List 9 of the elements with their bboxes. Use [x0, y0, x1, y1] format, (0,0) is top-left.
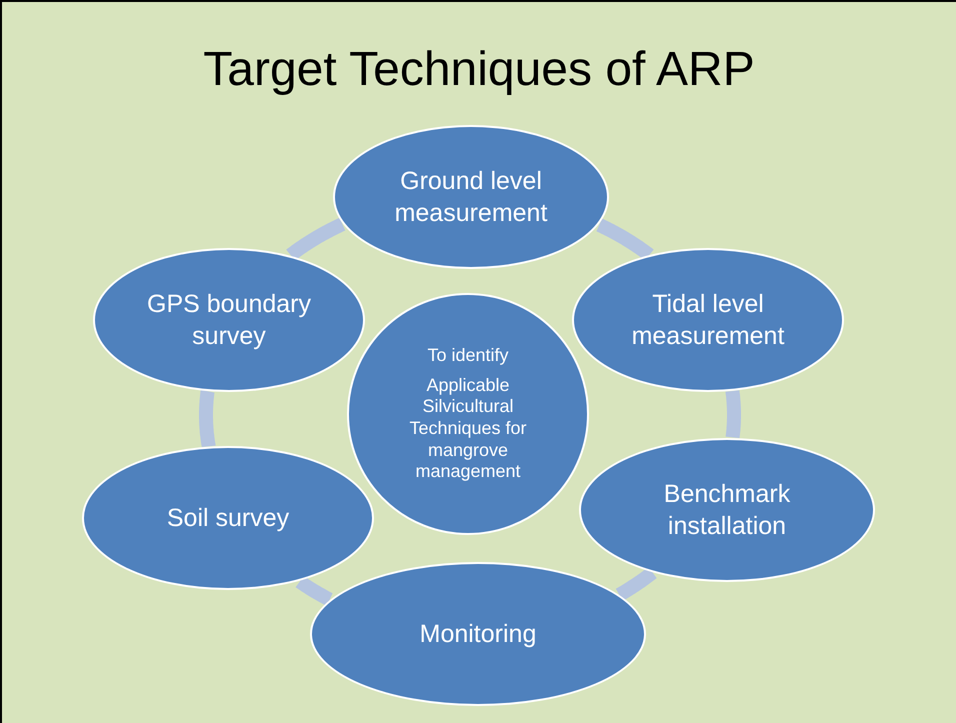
goal-heading: To identify [427, 345, 509, 367]
technique-ellipse: Tidal level measurement [572, 248, 844, 392]
technique-ellipse: GPS boundary survey [93, 248, 365, 392]
technique-ellipse: Benchmark installation [579, 438, 875, 582]
technique-ellipse: Soil survey [82, 446, 374, 590]
goal-text: Applicable Silvicultural Techniques for mangrove management [408, 374, 528, 483]
technique-ellipse: Monitoring [310, 562, 646, 706]
technique-ellipse: Ground level measurement [333, 125, 609, 269]
slide-title: Target Techniques of ARP [202, 42, 756, 97]
